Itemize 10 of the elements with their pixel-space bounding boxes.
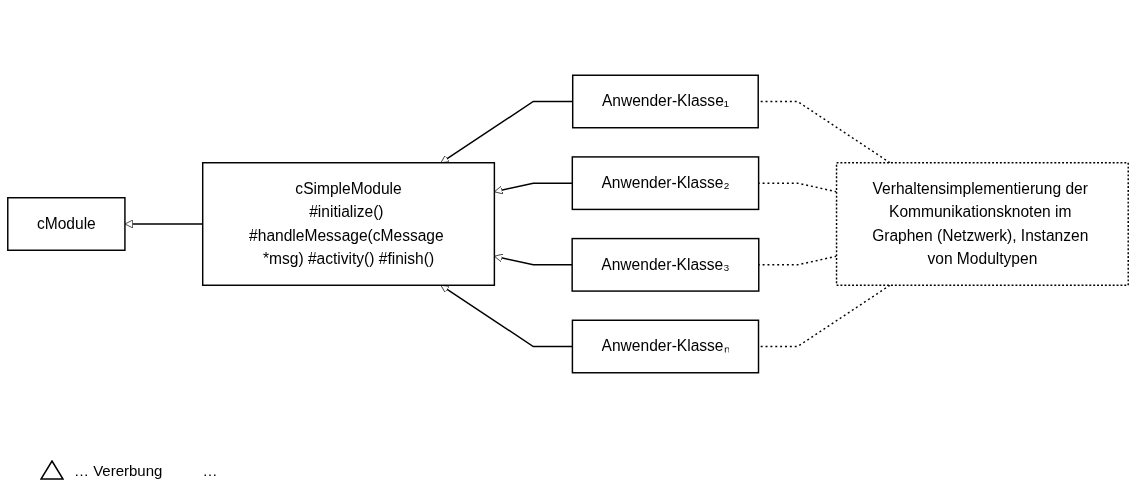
node-box: Anwender-Klasse₁ — [572, 74, 759, 129]
legend-text: … Vererbung — [74, 461, 163, 479]
ellipsis-note: … — [202, 461, 218, 479]
node-box: Anwender-Klasse₃ — [571, 237, 760, 292]
node-box: Anwender-Klasse₂ — [571, 156, 760, 211]
node-box: Verhaltensimplementierung der Kommunikationsknoten im Graphen (Netzwerk), Instanzen von Modultypen — [835, 162, 1129, 286]
arrow — [494, 253, 573, 266]
node-box: Anwender-Klasseₙ — [571, 319, 760, 374]
node-box: cModule — [7, 197, 126, 251]
node-box: cSimpleModule #initialize() #handleMessage(cMessage *msg) #activity() #finish() — [201, 162, 496, 286]
